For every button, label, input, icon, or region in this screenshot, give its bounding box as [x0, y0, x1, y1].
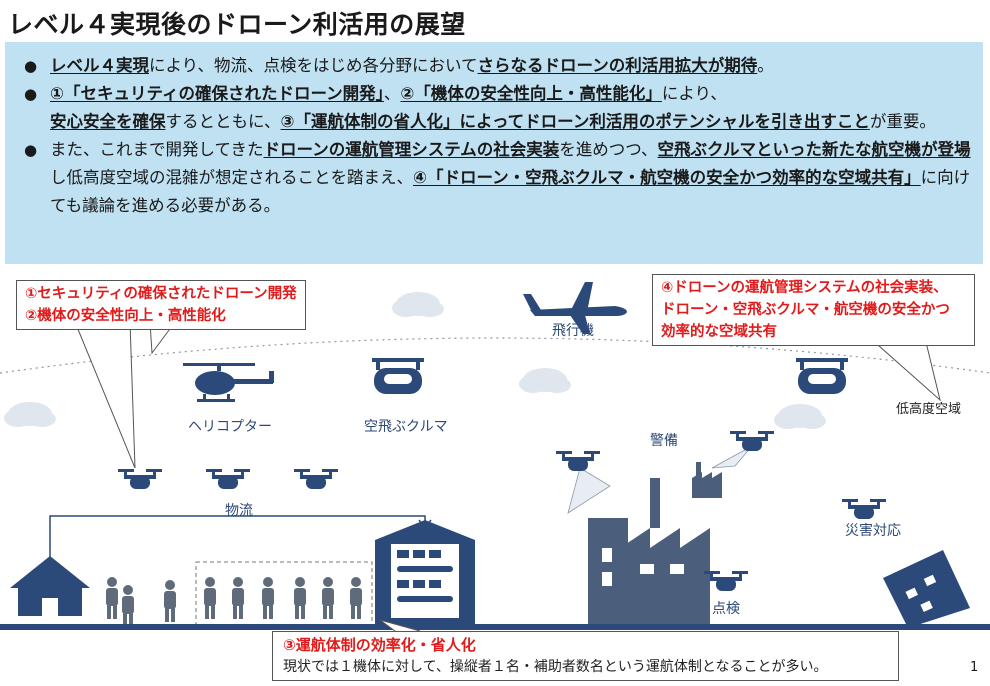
bottom-note-box: ③運航体制の効率化・省人化 現状では１機体に対して、操縦者１名・補助者数名という… — [272, 631, 899, 681]
logistics-drone-icon — [118, 469, 162, 489]
bullet-1-emph-1: レベル４実現 — [50, 56, 149, 75]
logistics-drone-icon — [206, 469, 250, 489]
airplane-icon — [523, 282, 627, 334]
security-drone-icon — [556, 451, 600, 471]
bullet-1-text-1: により、物流、点検をはじめ各分野において — [149, 56, 478, 75]
bullet-2-text-2: により、 — [661, 84, 727, 103]
bullet-2-text-1: 、 — [383, 84, 401, 103]
callout-line: ④ドローンの運航管理システムの社会実装、 — [661, 280, 948, 296]
callout-airspace-sharing: ④ドローンの運航管理システムの社会実装、 ドローン・空飛ぶクルマ・航空機の安全か… — [652, 274, 975, 346]
bottom-note-text: 現状では１機体に対して、操縦者１名・補助者数名という運航体制となることが多い。 — [283, 659, 828, 675]
operator-person-icon — [204, 577, 216, 619]
label-disaster: 災害対応 — [845, 523, 901, 539]
cloud-icon — [392, 292, 444, 317]
callout-line: ①セキュリティの確保されたドローン開発 — [25, 286, 297, 302]
bullet-dot-icon: ● — [24, 57, 38, 75]
page-number: 1 — [970, 660, 979, 675]
page-title: レベル４実現後のドローン利活用の展望 — [8, 10, 466, 39]
bullet-2-text-3: するとともに、 — [165, 112, 281, 131]
bullet-1-text-2: 。 — [757, 56, 774, 75]
bullet-3-text-3: し低高度空域の混雑が想定されることを踏まえ、 — [50, 168, 413, 187]
disaster-drone-icon — [842, 499, 886, 519]
label-helicopter: ヘリコプター — [188, 419, 272, 435]
cloud-icon — [4, 402, 56, 427]
bullet-3-emph-3: ④「ドローン・空飛ぶクルマ・航空機の安全かつ効率的な空域共有」 — [413, 168, 921, 187]
small-factory-icon — [692, 462, 722, 498]
person-icon — [106, 577, 118, 619]
label-low-airspace: 低高度空域 — [896, 402, 962, 417]
operator-person-icon — [322, 577, 334, 619]
elderly-person-icon — [164, 580, 176, 622]
child-stroller-icon — [122, 585, 134, 627]
operator-person-icon — [350, 577, 362, 619]
camera-beam — [567, 467, 611, 514]
ground-line — [0, 624, 990, 630]
label-inspection: 点検 — [712, 601, 740, 617]
drone-scene-illustration — [0, 282, 990, 632]
bullet-2-emph-4: ③「運航体制の省人化」によってドローン利活用のポテンシャルを引き出すこと — [280, 112, 870, 131]
inspection-drone-icon — [704, 571, 748, 591]
operators-group-box — [195, 561, 373, 629]
logistics-drone-icon — [294, 469, 338, 489]
bullet-2-emph-3: 安心安全を確保 — [50, 112, 166, 131]
bullet-3: ● また、これまで開発してきたドローンの運航管理システムの社会実装を進めつつ、空… — [18, 136, 978, 220]
bullet-3-emph-1: ドローンの運航管理システムの社会実装 — [263, 140, 560, 159]
summary-box — [5, 42, 983, 264]
warehouse-icon — [375, 520, 475, 630]
label-logistics: 物流 — [225, 503, 253, 519]
bullet-dot-icon: ● — [24, 85, 38, 103]
disaster-rubble-icon — [883, 550, 970, 628]
security-drone-icon — [730, 431, 774, 451]
bullet-1: ● レベル４実現により、物流、点検をはじめ各分野においてさらなるドローンの利活用… — [18, 52, 978, 80]
flying-car-icon — [796, 358, 848, 394]
cloud-icon — [519, 368, 571, 393]
camera-beam — [711, 445, 753, 469]
helicopter-icon — [183, 363, 274, 402]
operator-person-icon — [232, 577, 244, 619]
airspace-boundary-line — [0, 337, 990, 374]
operator-person-icon — [294, 577, 306, 619]
label-airplane: 飛行機 — [552, 323, 594, 339]
bullet-list: ● レベル４実現により、物流、点検をはじめ各分野においてさらなるドローンの利活用… — [18, 52, 978, 220]
bullet-dot-icon: ● — [24, 141, 38, 159]
pilot-person-icon — [262, 577, 274, 619]
bullet-1-emph-2: さらなるドローンの利活用拡大が期待 — [477, 56, 758, 75]
label-flying-car: 空飛ぶクルマ — [364, 419, 448, 435]
callout-security-safety: ①セキュリティの確保されたドローン開発 ②機体の安全性向上・高性能化 — [16, 280, 306, 330]
bottom-note-heading: ③運航体制の効率化・省人化 — [283, 636, 476, 654]
bullet-3-text-2: を進めつつ、 — [559, 140, 658, 159]
callout-line: ドローン・空飛ぶクルマ・航空機の安全かつ — [661, 302, 950, 318]
label-security: 警備 — [650, 433, 678, 449]
callout-line: 効率的な空域共有 — [661, 324, 777, 340]
factory-icon — [588, 478, 710, 624]
cloud-icon — [774, 404, 826, 429]
bullet-3-emph-2: 空飛ぶクルマといった新たな航空機が登場 — [657, 140, 971, 159]
bullet-3-text-1: また、これまで開発してきた — [50, 140, 264, 159]
bullet-3-text-4: に向けても議論を進める必要がある。 — [50, 168, 971, 215]
bullet-2-text-4: が重要。 — [869, 112, 936, 131]
callout-line: ②機体の安全性向上・高性能化 — [25, 308, 226, 324]
bullet-2: ● ①「セキュリティの確保されたドローン開発」、②「機体の安全性向上・高性能化」… — [18, 80, 978, 136]
house-icon — [10, 556, 90, 616]
bullet-2-emph-1: ①「セキュリティの確保されたドローン開発」 — [50, 84, 384, 103]
bullet-2-emph-2: ②「機体の安全性向上・高性能化」 — [400, 84, 662, 103]
flying-car-icon — [372, 358, 424, 394]
